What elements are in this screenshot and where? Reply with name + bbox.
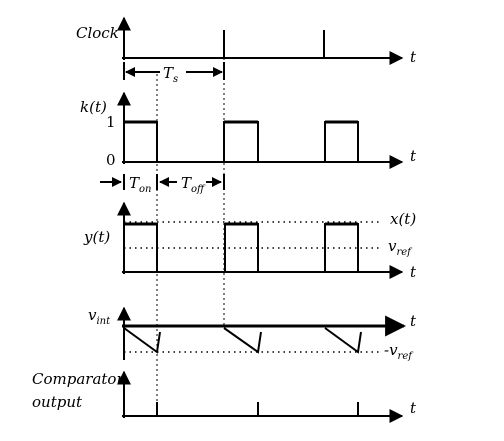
y-t-label: t — [410, 263, 417, 281]
vint-wave-2 — [223, 327, 262, 354]
y-panel: y(t) x(t) vref t — [83, 201, 417, 281]
clock-panel: Clock t Ts — [76, 16, 417, 85]
vint-wave-1 — [123, 327, 161, 354]
k-t-label: t — [410, 147, 417, 165]
comparator-label-line2: output — [32, 393, 83, 411]
vint-label: vint — [88, 306, 111, 327]
ts-label: Ts — [163, 64, 178, 85]
k-label: k(t) — [80, 98, 107, 116]
neg-vref-label: -vref — [384, 341, 414, 362]
k-pulse-1 — [123, 121, 158, 162]
toff-label: Toff — [181, 174, 206, 195]
comp-t-label: t — [410, 399, 417, 417]
y-label: y(t) — [83, 228, 110, 246]
k-pulse-2 — [223, 121, 259, 162]
k-zero-label: 0 — [106, 151, 116, 169]
vref-label: vref — [388, 237, 413, 258]
k-pulse-3 — [324, 121, 359, 162]
y-pulse-3 — [324, 223, 359, 272]
k-panel: k(t) 1 0 t Ton Toff — [80, 91, 417, 195]
clock-t-label: t — [410, 48, 417, 66]
k-one-label: 1 — [106, 113, 116, 131]
comparator-panel: Comparator output t — [32, 370, 417, 423]
vint-t-label: t — [410, 312, 417, 330]
x-label: x(t) — [390, 210, 416, 228]
vint-panel: vint -vref t — [88, 306, 417, 362]
clock-label: Clock — [76, 24, 119, 42]
comparator-label-line1: Comparator — [32, 370, 124, 388]
ton-label: Ton — [129, 174, 151, 195]
vint-wave-3 — [324, 327, 362, 354]
